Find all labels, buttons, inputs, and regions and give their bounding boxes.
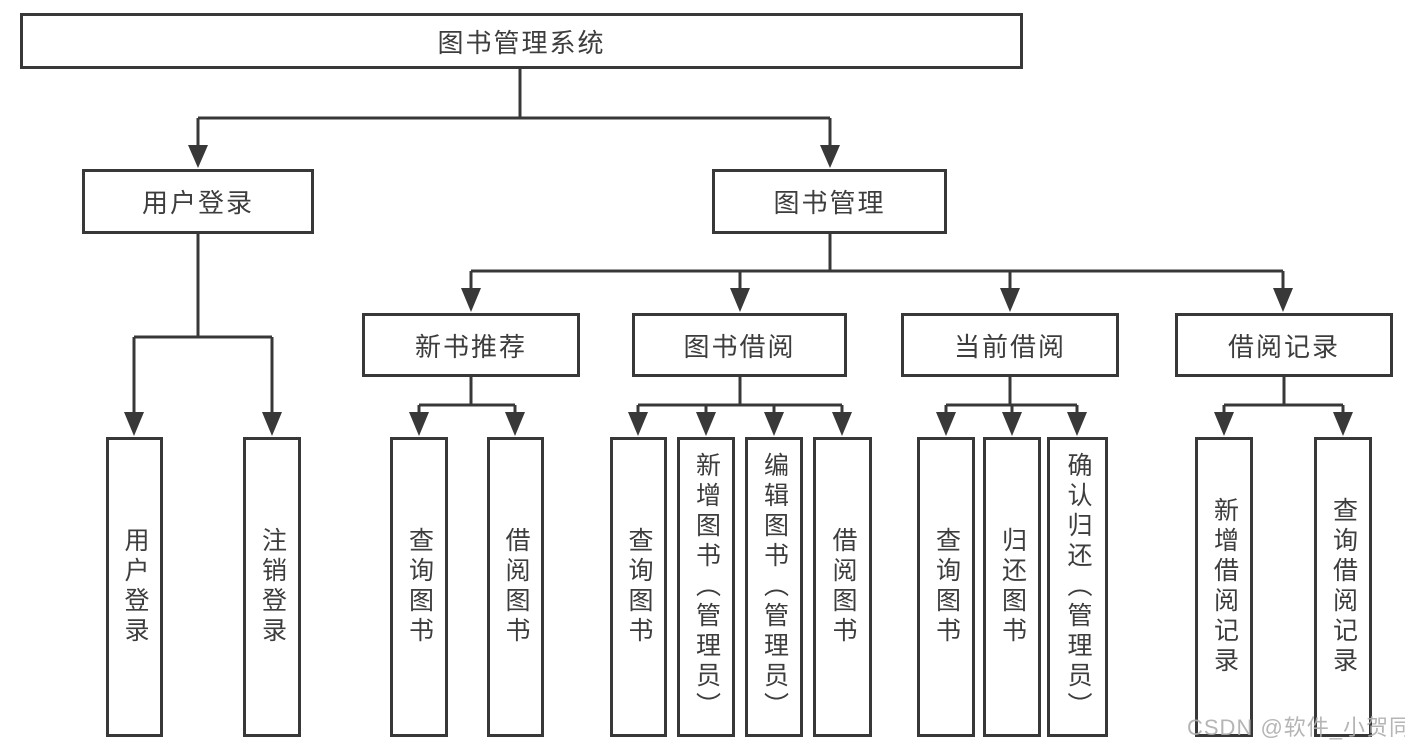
node-new-book-recommend: 新书推荐 (362, 313, 580, 377)
leaf-return-books: 归还图书 (983, 437, 1041, 737)
leaf-label: 借阅图书 (502, 527, 530, 647)
arrowhead (188, 145, 208, 168)
leaf-logout: 注销登录 (243, 437, 301, 737)
leaf-label: 编辑图书（管理员） (760, 452, 789, 722)
node-label: 新书推荐 (414, 331, 527, 362)
arrowhead (1067, 412, 1087, 436)
arrowhead (1333, 412, 1353, 436)
leaf-borrow-books: 借阅图书 (813, 437, 872, 737)
leaf-edit-books-admin: 编辑图书（管理员） (745, 437, 803, 737)
arrowhead (1000, 288, 1020, 312)
arrowhead (696, 412, 716, 436)
arrowhead (505, 412, 525, 436)
node-library-system: 图书管理系统 (20, 13, 1023, 69)
connector-new-book-recommend-to-leaves (409, 377, 525, 436)
connector-book-management-to-level3 (461, 233, 1293, 312)
leaf-label: 注销登录 (258, 527, 287, 647)
connector-borrow-records-to-leaves (1214, 377, 1353, 436)
leaf-query-books-borrow: 查询图书 (610, 437, 667, 737)
node-book-borrow: 图书借阅 (632, 313, 847, 377)
arrowhead (1214, 412, 1234, 436)
arrowhead (1273, 288, 1293, 312)
arrowhead (730, 288, 750, 312)
leaf-add-borrow-record: 新增借阅记录 (1195, 437, 1253, 737)
arrowhead (124, 412, 144, 436)
node-book-management: 图书管理 (712, 169, 947, 234)
node-label: 图书管理 (773, 188, 886, 218)
node-label: 图书借阅 (683, 331, 796, 362)
node-label: 当前借阅 (953, 331, 1066, 362)
leaf-label: 确认归还（管理员） (1064, 452, 1092, 722)
leaf-label: 用户登录 (121, 527, 149, 647)
arrowhead (1002, 412, 1022, 436)
leaf-query-books-current: 查询图书 (917, 437, 975, 737)
leaf-add-books-admin: 新增图书（管理员） (677, 437, 735, 737)
arrowhead (409, 412, 429, 436)
connector-book-borrow-to-leaves (628, 377, 852, 436)
arrowhead (820, 145, 840, 168)
leaf-label: 归还图书 (998, 527, 1027, 647)
node-current-borrow: 当前借阅 (901, 313, 1119, 377)
node-label: 借阅记录 (1227, 331, 1340, 362)
connector-user-login-to-leaves (124, 233, 282, 436)
node-label: 用户登录 (141, 188, 254, 218)
leaf-borrow-books-recommend: 借阅图书 (487, 437, 544, 737)
leaf-query-borrow-record: 查询借阅记录 (1314, 437, 1372, 737)
arrowhead (936, 412, 956, 436)
connector-root-to-level2 (188, 68, 840, 168)
node-user-login: 用户登录 (82, 169, 314, 234)
arrowhead (832, 412, 852, 436)
node-borrow-records: 借阅记录 (1175, 313, 1393, 377)
leaf-query-books-recommend: 查询图书 (390, 437, 448, 737)
leaf-label: 查询图书 (625, 527, 653, 647)
leaf-label: 查询图书 (405, 527, 434, 647)
leaf-label: 查询借阅记录 (1329, 497, 1358, 677)
leaf-label: 借阅图书 (829, 527, 857, 647)
leaf-label: 新增图书（管理员） (692, 452, 721, 722)
leaf-label: 查询图书 (932, 527, 961, 647)
node-label: 图书管理系统 (437, 27, 606, 58)
arrowhead (628, 412, 648, 436)
arrowhead (262, 412, 282, 436)
leaf-user-login: 用户登录 (106, 437, 163, 737)
arrowhead (764, 412, 784, 436)
arrowhead (461, 288, 481, 312)
leaf-label: 新增借阅记录 (1210, 497, 1239, 677)
connector-current-borrow-to-leaves (936, 377, 1087, 436)
leaf-confirm-return-admin: 确认归还（管理员） (1047, 437, 1108, 737)
